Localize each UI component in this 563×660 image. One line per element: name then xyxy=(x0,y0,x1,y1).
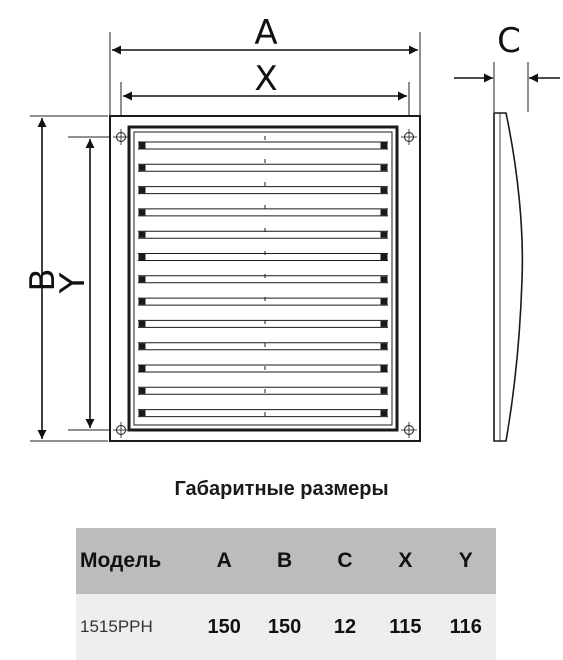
slat-clip xyxy=(138,209,146,216)
mounting-hole-top-left xyxy=(113,129,129,145)
slat-clip xyxy=(138,410,146,417)
mounting-hole-bottom-right xyxy=(401,422,417,438)
slat-clip xyxy=(138,254,146,260)
cell-c: 12 xyxy=(314,594,376,660)
cell-y: 116 xyxy=(435,594,496,660)
louver-slats xyxy=(138,141,388,418)
header-model: Модель xyxy=(76,528,194,594)
slat-clip xyxy=(380,164,388,171)
slat-clip xyxy=(380,320,388,327)
slat-clip xyxy=(138,276,146,283)
dimension-label-c: C xyxy=(497,21,521,61)
table-header-row: Модель A B C X Y xyxy=(76,528,496,594)
grille-dimension-drawing: A X B Y C xyxy=(23,13,560,442)
mounting-hole-top-right xyxy=(401,129,417,145)
extension-lines xyxy=(30,32,529,442)
slat-clip xyxy=(138,343,146,350)
header-a: A xyxy=(194,528,255,594)
slat-clip xyxy=(380,365,388,372)
slat-clip xyxy=(380,209,388,216)
header-b: B xyxy=(254,528,315,594)
header-y: Y xyxy=(435,528,496,594)
cell-b: 150 xyxy=(254,594,315,660)
slat-clip xyxy=(138,231,146,238)
slat-clip xyxy=(138,387,146,394)
slat-clip xyxy=(380,343,388,350)
slat-clip xyxy=(138,320,146,327)
cell-x: 115 xyxy=(375,594,436,660)
header-c: C xyxy=(314,528,376,594)
slat-clip xyxy=(138,142,146,149)
grille-front-view xyxy=(109,115,421,442)
slat-clip xyxy=(380,410,388,417)
slat-clip xyxy=(138,187,146,194)
slat-clip xyxy=(380,387,388,394)
cell-model: 1515PPH xyxy=(76,594,194,660)
dimension-label-x: X xyxy=(254,59,277,99)
grille-side-view xyxy=(493,112,524,442)
inner-frame xyxy=(127,125,399,432)
dimension-label-b: B xyxy=(23,268,63,291)
slat-clip xyxy=(380,187,388,194)
slat-clip xyxy=(380,231,388,238)
slat-clip xyxy=(380,142,388,149)
slat-clip xyxy=(138,298,146,305)
slat-clip xyxy=(138,164,146,171)
mounting-hole-bottom-left xyxy=(113,422,129,438)
header-x: X xyxy=(375,528,436,594)
table-row: 1515PPH 150 150 12 115 116 xyxy=(76,594,496,660)
dimension-label-y: Y xyxy=(53,272,93,294)
dimensions-caption: Габаритные размеры xyxy=(174,478,389,500)
slat-clip xyxy=(380,276,388,283)
slat-clip xyxy=(380,254,388,260)
slat-clip xyxy=(380,298,388,305)
dimension-label-a: A xyxy=(254,13,277,53)
slat-clip xyxy=(138,365,146,372)
cell-a: 150 xyxy=(194,594,255,660)
dimensions-table: Модель A B C X Y 1515PPH 150 150 12 115 … xyxy=(76,528,496,660)
